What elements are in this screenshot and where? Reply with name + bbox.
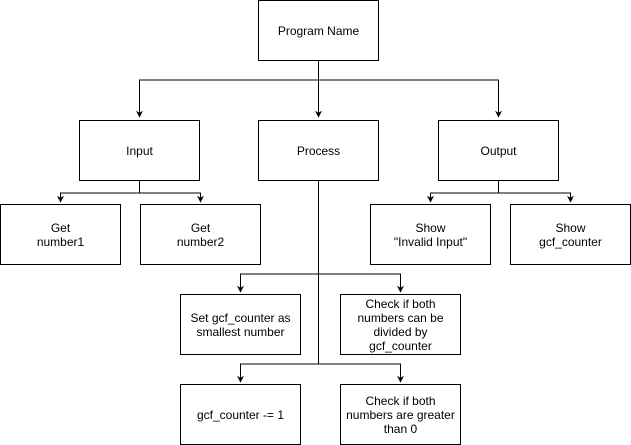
connector-input-number1 xyxy=(57,180,140,203)
connector-process-check-greater xyxy=(318,363,404,383)
show-invalid-input-box: Show "Invalid Input" xyxy=(370,204,491,265)
gcf-decrement-box: gcf_counter -= 1 xyxy=(180,384,301,445)
input-box: Input xyxy=(79,120,200,181)
connector-process-set-gcf xyxy=(237,273,319,293)
connector-process-check-divided xyxy=(318,273,404,293)
connector-output-invalid xyxy=(427,180,499,203)
connector-program-input xyxy=(136,60,319,118)
check-divided-box: Check if both numbers can be divided by … xyxy=(340,294,461,355)
get-number1-box: Get number1 xyxy=(0,204,121,265)
check-greater-box: Check if both numbers are greater than 0 xyxy=(340,384,461,445)
get-number2-box: Get number2 xyxy=(140,204,261,265)
connector-process-decrement xyxy=(237,363,319,383)
connector-input-number2 xyxy=(139,192,204,203)
show-gcf-counter-box: Show gcf_counter xyxy=(510,204,631,265)
process-box: Process xyxy=(258,120,379,181)
connector-program-output xyxy=(318,79,502,118)
connector-output-gcf xyxy=(498,192,574,203)
output-box: Output xyxy=(438,120,559,181)
program-name-box: Program Name xyxy=(258,0,379,61)
set-gcf-counter-box: Set gcf_counter as smallest number xyxy=(180,294,301,355)
